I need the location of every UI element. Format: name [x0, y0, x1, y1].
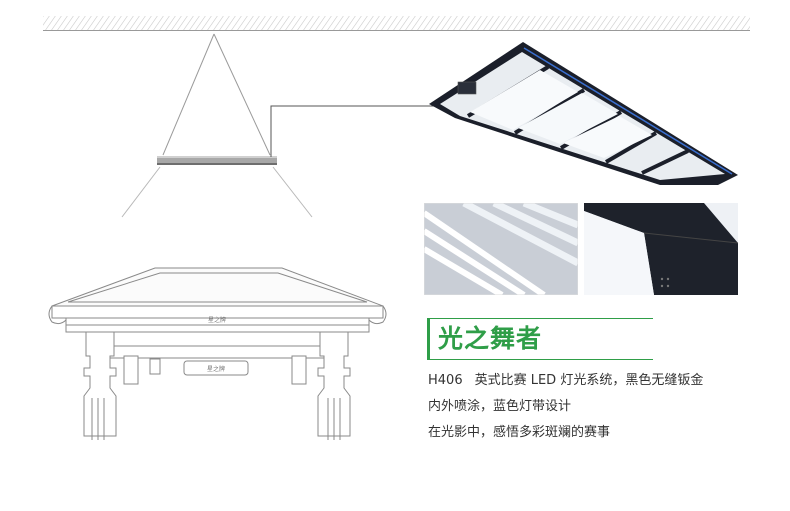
heading-top-rule [427, 318, 653, 319]
ceiling-hatch [43, 16, 750, 31]
led-panel-detail-photo [424, 203, 578, 295]
suspension-cables [162, 33, 271, 156]
lamp-side-view [157, 156, 277, 165]
pool-table-illustration [48, 267, 387, 440]
description-line-1: H406 英式比赛 LED 灯光系统，黑色无缝钣金 [428, 372, 703, 390]
heading-bottom-rule [430, 359, 653, 360]
description-text-1: 英式比赛 LED 灯光系统，黑色无缝钣金 [474, 373, 704, 388]
product-title: 光之舞者 [438, 324, 543, 353]
callout-leader-line [270, 105, 470, 157]
black-frame-detail-photo [584, 203, 738, 295]
heading-frame [427, 318, 656, 360]
description-line-3: 在光影中，感悟多彩斑斓的赛事 [428, 425, 611, 440]
lamp-product-photo [429, 42, 738, 185]
light-beam-lines [121, 166, 313, 218]
model-number: H406 [428, 373, 463, 388]
table-top-brand-mark: 星之牌 [208, 316, 226, 324]
table-brand-mark: 星之牌 [207, 365, 225, 373]
description-line-2: 内外喷涂，蓝色灯带设计 [428, 399, 572, 414]
